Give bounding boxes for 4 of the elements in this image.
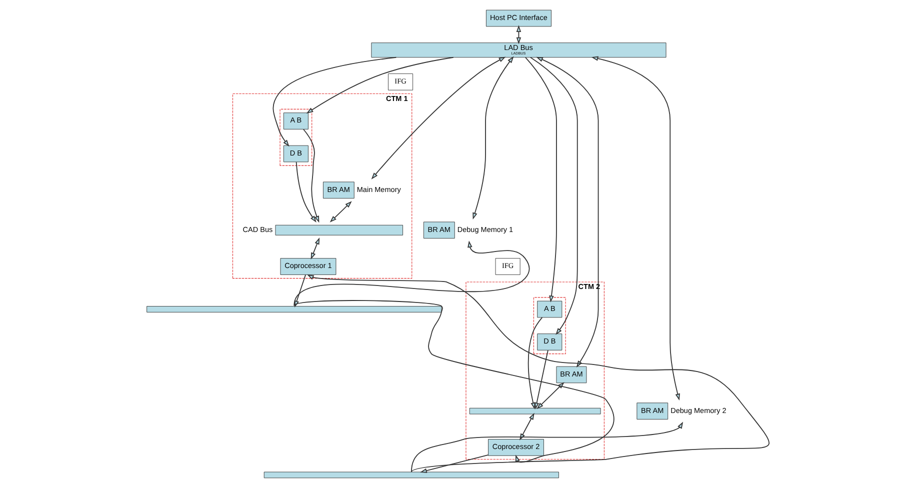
node-label: CAD Bus [242,224,273,234]
node-label: Main Memory [356,184,401,194]
node-label: Debug Memory 1 [457,224,514,234]
node-label: Debug Memory 2 [670,406,726,415]
